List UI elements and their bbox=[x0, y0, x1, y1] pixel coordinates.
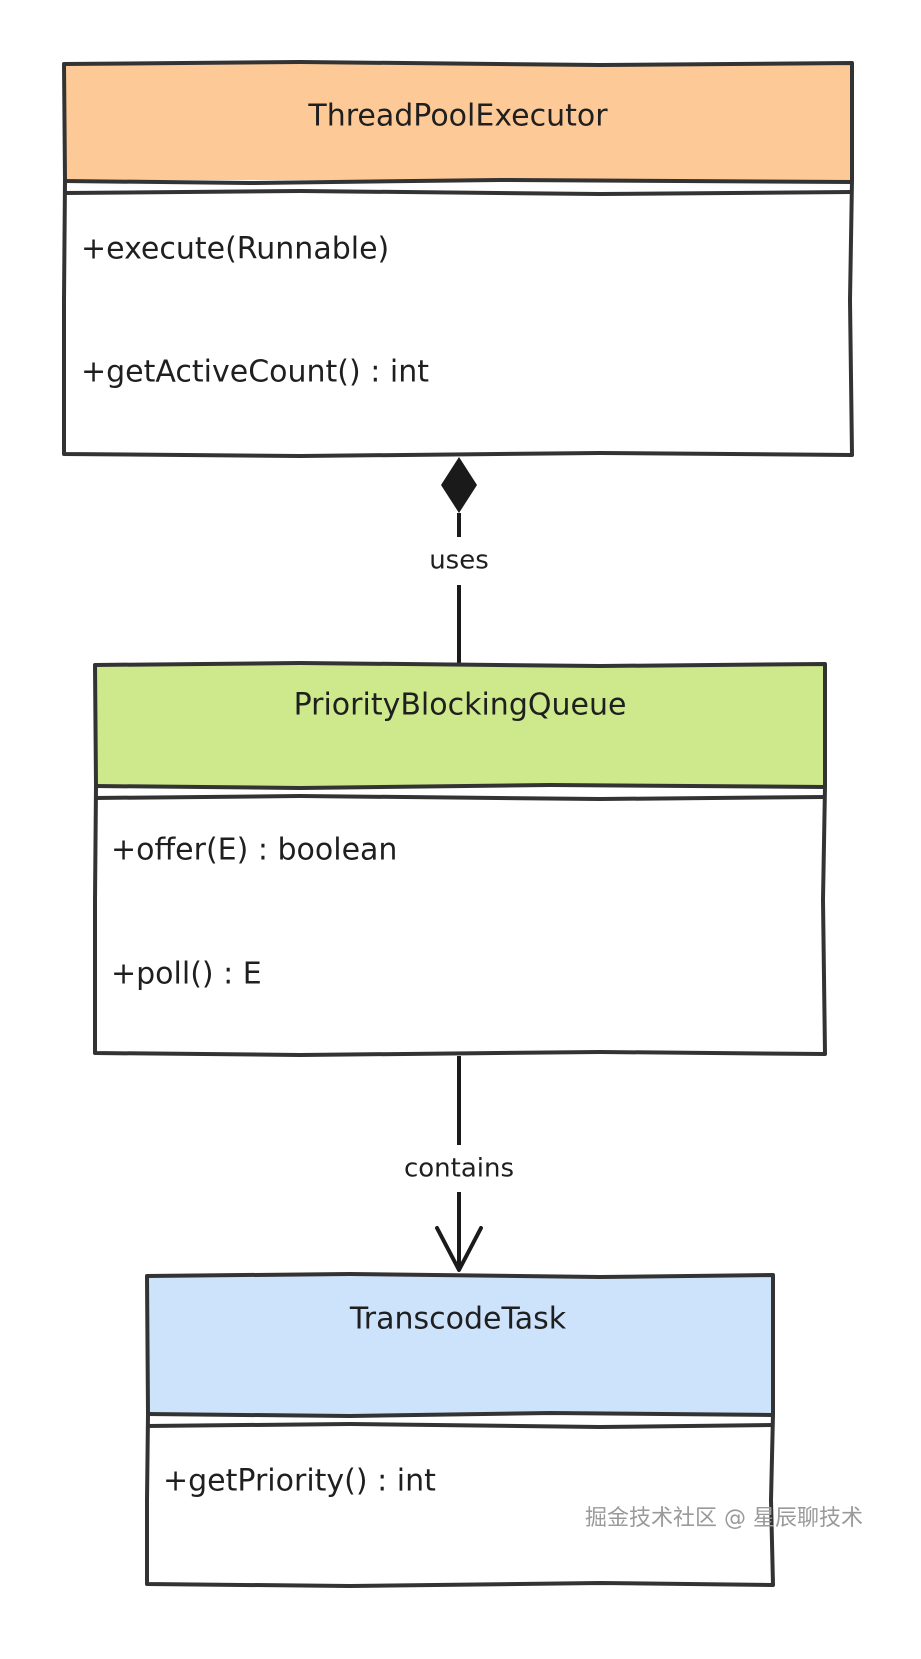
class-border bbox=[145, 1272, 775, 1588]
class-body bbox=[95, 798, 825, 1054]
class-border bbox=[93, 661, 827, 1057]
class-name: PriorityBlockingQueue bbox=[294, 688, 627, 723]
class-thread-pool-executor: ThreadPoolExecutor +execute(Runnable) +g… bbox=[62, 60, 854, 458]
relation-label: uses bbox=[429, 546, 489, 576]
class-transcode-task: TranscodeTask +getPriority() : int bbox=[145, 1272, 775, 1588]
class-name: TranscodeTask bbox=[349, 1302, 567, 1337]
composition-diamond-icon bbox=[441, 457, 477, 513]
class-name: ThreadPoolExecutor bbox=[307, 99, 608, 134]
class-divider bbox=[94, 782, 826, 802]
arrowhead-icon bbox=[435, 1226, 483, 1272]
class-header bbox=[64, 64, 852, 180]
class-border bbox=[62, 60, 854, 458]
class-body bbox=[147, 1426, 773, 1585]
relation-uses: uses bbox=[429, 457, 489, 665]
relation-contains: contains bbox=[404, 1056, 514, 1272]
class-member: +getActiveCount() : int bbox=[81, 355, 429, 390]
watermark: 掘金技术社区 @ 星辰聊技术 bbox=[585, 1506, 863, 1531]
class-member: +offer(E) : boolean bbox=[111, 833, 397, 868]
class-header bbox=[95, 665, 825, 786]
class-divider bbox=[146, 1410, 774, 1430]
relation-label: contains bbox=[404, 1154, 514, 1184]
class-member: +poll() : E bbox=[111, 957, 262, 992]
class-priority-blocking-queue: PriorityBlockingQueue +offer(E) : boolea… bbox=[93, 661, 827, 1057]
class-member: +getPriority() : int bbox=[163, 1464, 436, 1499]
class-member: +execute(Runnable) bbox=[81, 232, 389, 267]
class-body bbox=[64, 192, 852, 455]
class-divider bbox=[63, 177, 853, 197]
class-header bbox=[147, 1276, 773, 1414]
